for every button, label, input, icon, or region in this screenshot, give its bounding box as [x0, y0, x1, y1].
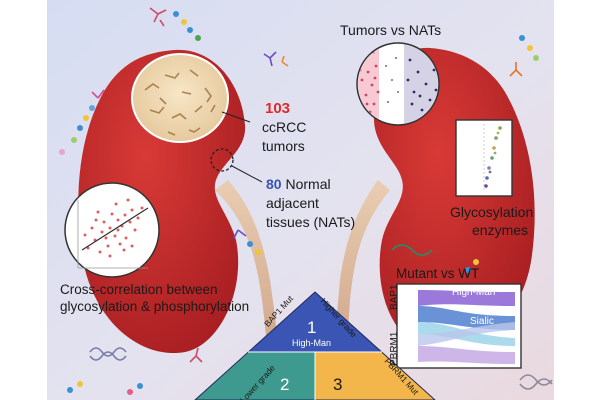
cross-correlation-line1: Cross-correlation between [60, 282, 218, 297]
tumor-count: 103 [265, 100, 291, 117]
nat-pointer [231, 165, 263, 183]
correlation-trend-line [81, 207, 149, 251]
enzymes-line2: enzymes [472, 222, 529, 238]
enzymes-points [484, 126, 502, 188]
nat-label-line2: adjacent [266, 195, 319, 211]
correlation-points [83, 198, 144, 258]
nat-label-word: Normal [285, 176, 331, 192]
triangle-number-3: 3 [333, 375, 343, 394]
correlation-scatter-inset [64, 182, 160, 278]
mutant-sankey [418, 290, 515, 364]
glycan-decorations [59, 7, 553, 395]
nat-label-line1: 80 Normal [266, 176, 331, 192]
nat-count: 80 [266, 176, 282, 192]
flow-sialic-label: Sialic [470, 316, 494, 327]
mutant-vs-wt-title: Mutant vs WT [396, 266, 480, 281]
triangle-number-1: 1 [307, 318, 317, 337]
nat-label-line3: tissues (NATs) [266, 214, 356, 230]
tumor-label-line1: ccRCC [262, 119, 307, 135]
flow-high-man-label: High-Man [452, 287, 496, 298]
tumor-label-line2: tumors [262, 138, 305, 154]
tumor-count-label: 103 [265, 100, 290, 117]
cross-correlation-line2: glycosylation & phosphorylation [60, 299, 250, 314]
nat-sample-marker [210, 148, 234, 172]
triangle-center-label: High-Man [292, 338, 332, 348]
summary-triangle [195, 292, 435, 400]
gene-bap1-label: BAP1 [389, 284, 400, 310]
tumor-texture [144, 69, 216, 136]
enzymes-line1: Glycosylation [450, 204, 534, 220]
tumor-tissue [131, 53, 229, 143]
tumors-vs-nats-plot [358, 44, 438, 124]
triangle-number-2: 2 [280, 375, 290, 394]
tumors-vs-nats-title: Tumors vs NATs [340, 22, 442, 38]
tumor-pointer [221, 111, 251, 123]
